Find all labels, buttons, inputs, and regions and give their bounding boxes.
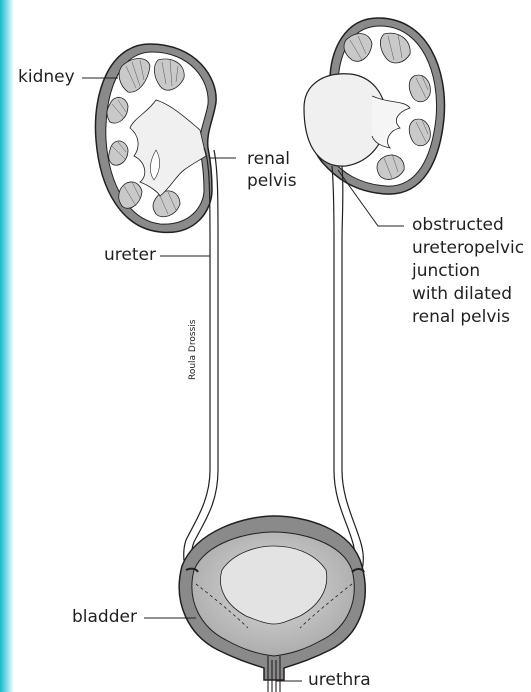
obstructed-label-line5: renal pelvis <box>412 308 510 327</box>
left-kidney <box>95 44 216 232</box>
bladder-label: bladder <box>72 608 137 627</box>
obstructed-label-line4: with dilated <box>412 285 512 304</box>
right-kidney <box>304 18 444 194</box>
bladder <box>179 516 365 680</box>
obstructed-label-line3: junction <box>412 262 480 281</box>
kidney-label: kidney <box>18 68 75 87</box>
urethra-label: urethra <box>308 671 371 690</box>
accent-edge <box>0 0 14 692</box>
obstructed-label-line2: ureteropelvic <box>412 239 524 258</box>
ureter-label: ureter <box>104 246 156 265</box>
obstructed-label-line1: obstructed <box>412 216 504 235</box>
renal-pelvis-label-line2: pelvis <box>247 172 297 191</box>
right-ureter <box>332 166 363 572</box>
renal-pelvis-label-line1: renal <box>247 150 290 169</box>
artist-credit: Roula Drossis <box>188 320 198 380</box>
